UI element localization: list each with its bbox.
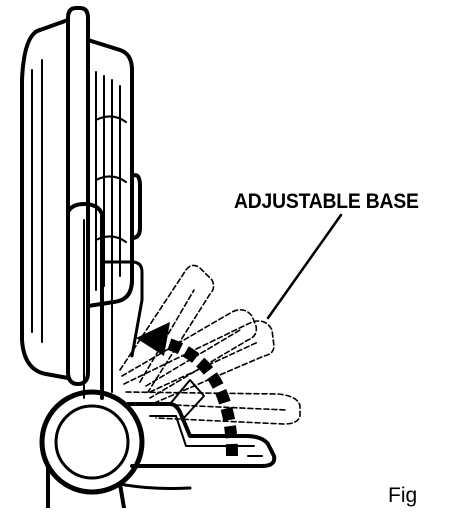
adjustable-base-label: ADJUSTABLE BASE bbox=[234, 190, 419, 213]
curved-tilt-arrow-icon bbox=[136, 322, 238, 457]
adjustable-base bbox=[126, 379, 277, 468]
fan-head bbox=[20, 6, 142, 386]
callout-leader-line bbox=[266, 213, 343, 320]
figure-label: Fig bbox=[388, 484, 418, 507]
support-arm bbox=[66, 202, 144, 400]
base-wheel bbox=[39, 389, 192, 510]
